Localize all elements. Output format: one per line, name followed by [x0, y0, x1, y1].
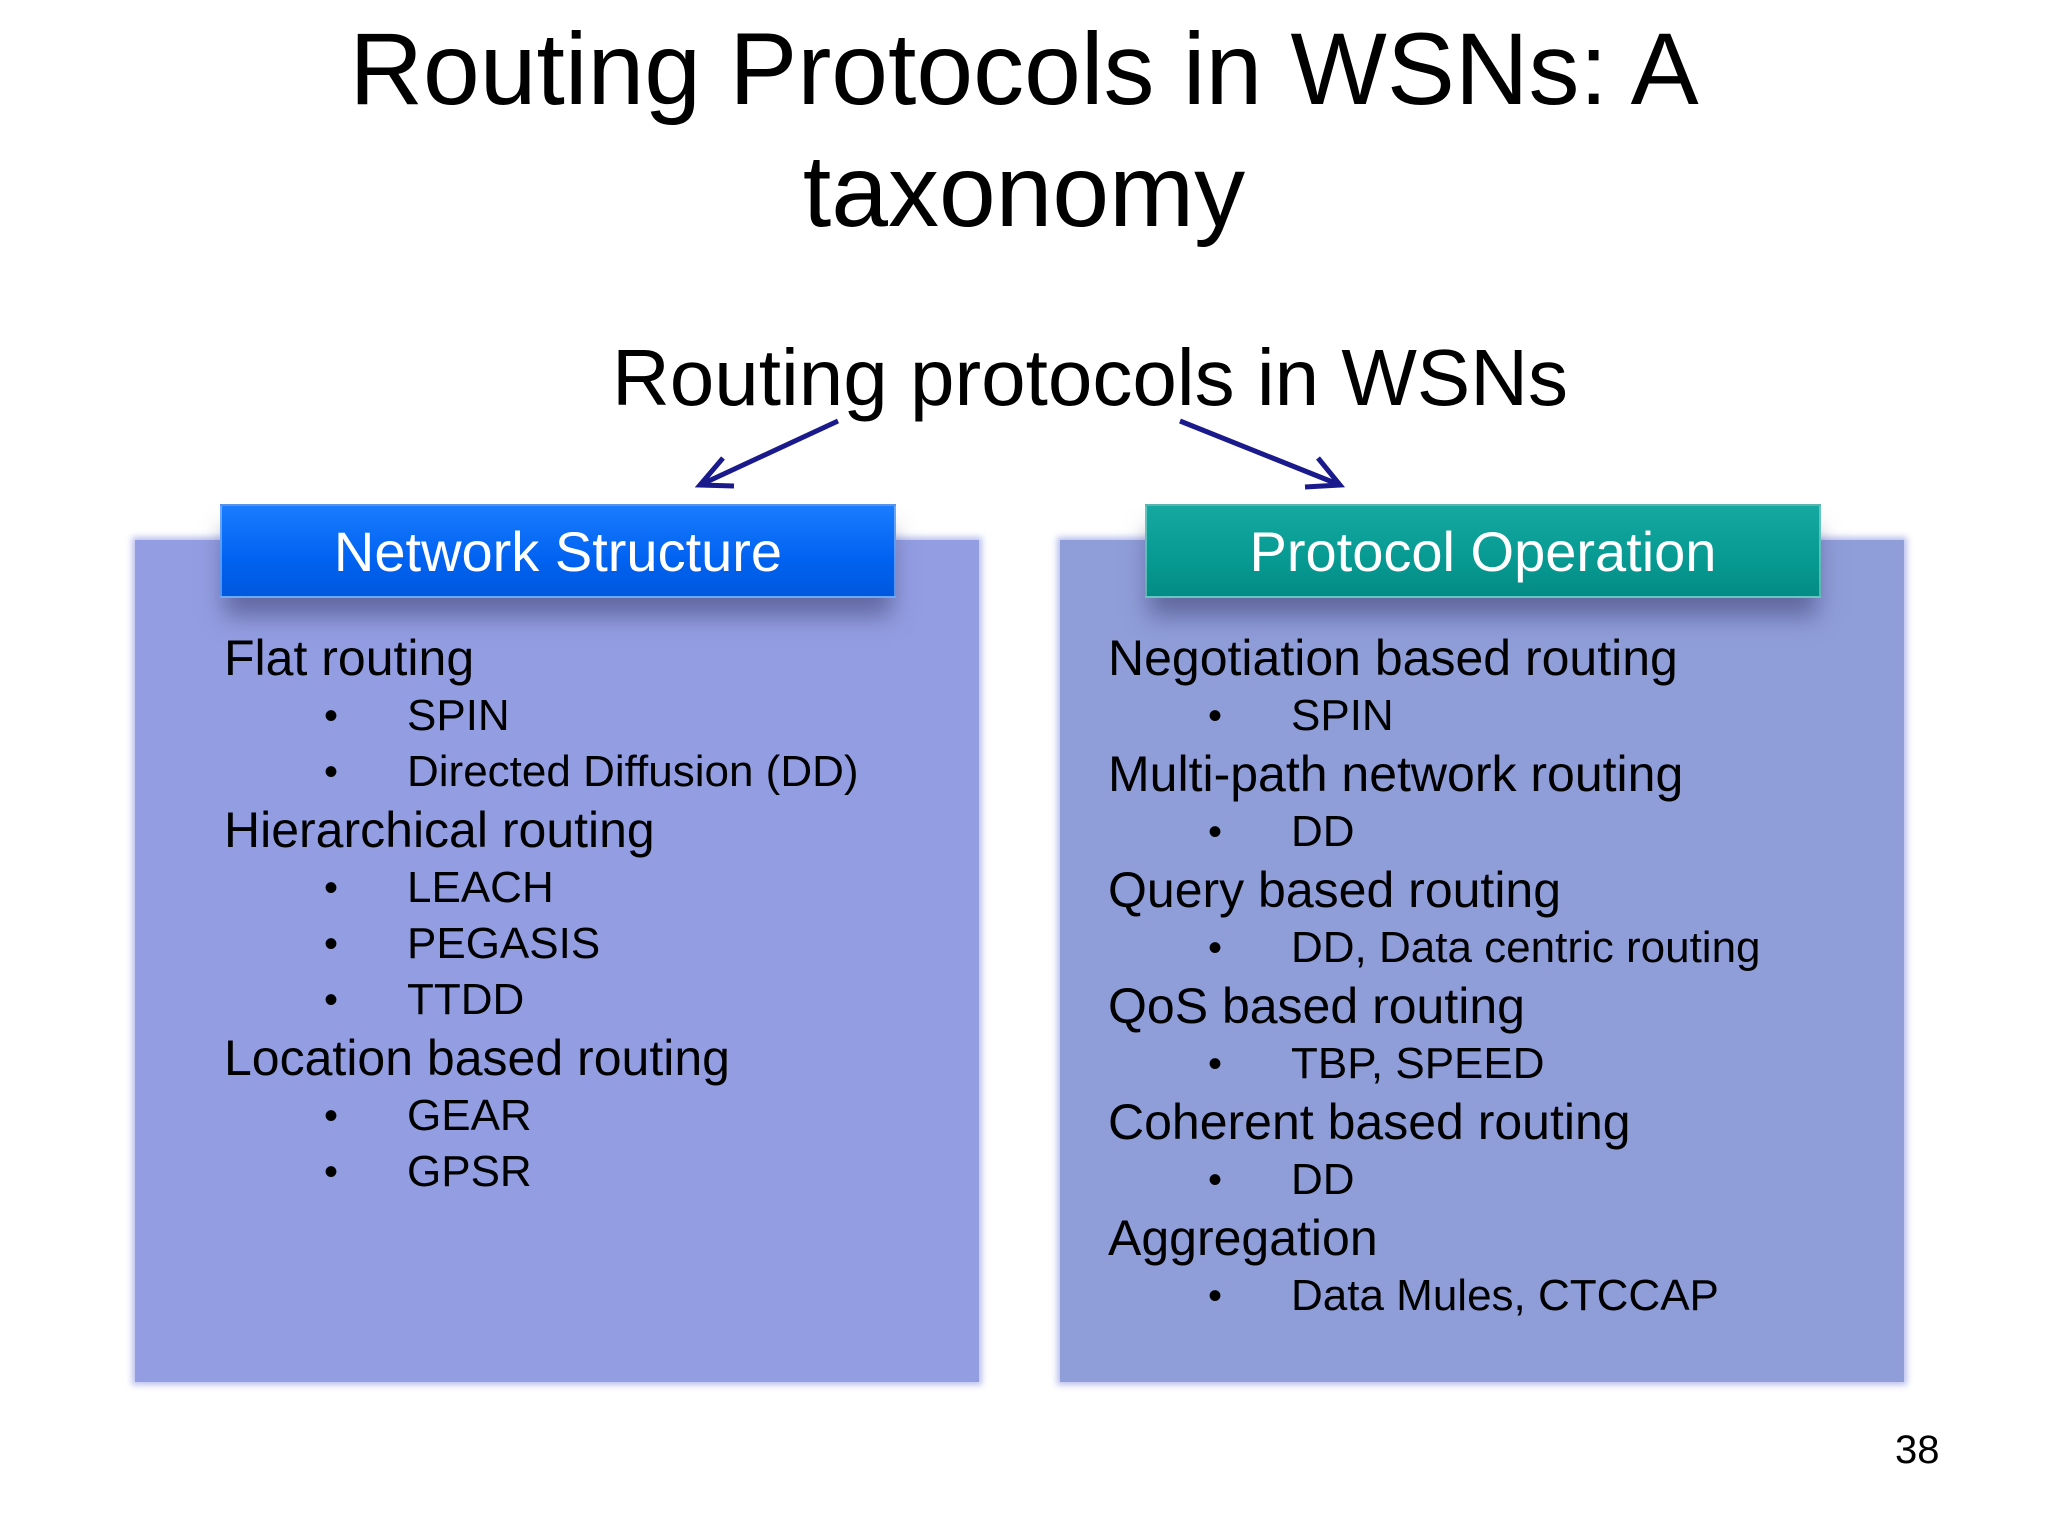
arrowhead-left	[694, 456, 735, 489]
network-structure-header: Network Structure	[220, 504, 896, 598]
bullet-icon: •	[1208, 926, 1223, 970]
bullet-icon: •	[324, 866, 339, 910]
category-coherent-based-routing: Coherent based routing	[1108, 1094, 1631, 1150]
arrow-to-protocol-operation	[1179, 418, 1341, 488]
bullet-icon: •	[324, 694, 339, 738]
category-flat-routing: Flat routing	[224, 630, 475, 686]
bullet-icon: •	[1208, 1158, 1223, 1202]
protocol-item: •SPIN	[1108, 688, 1761, 744]
bullet-icon: •	[324, 978, 339, 1022]
bullet-icon: •	[1208, 1042, 1223, 1086]
protocol-operation-panel	[1060, 540, 1904, 1382]
protocol-item: •Directed Diffusion (DD)	[224, 744, 859, 800]
protocol-item: •GPSR	[224, 1144, 859, 1200]
protocol-operation-list: Negotiation based routing •SPIN Multi-pa…	[1108, 628, 1761, 1324]
category-location-based-routing: Location based routing	[224, 1030, 730, 1086]
root-node-label: Routing protocols in WSNs	[612, 333, 1568, 422]
bullet-icon: •	[1208, 694, 1223, 738]
protocol-operation-header: Protocol Operation	[1145, 504, 1821, 598]
category-multi-path-routing: Multi-path network routing	[1108, 746, 1684, 802]
category-hierarchical-routing: Hierarchical routing	[224, 802, 655, 858]
category-query-based-routing: Query based routing	[1108, 862, 1562, 918]
arrow-to-network-structure	[698, 418, 840, 488]
page-number: 38	[1895, 1428, 1940, 1472]
bullet-icon: •	[1208, 1274, 1223, 1318]
protocol-item: •DD, Data centric routing	[1108, 920, 1761, 976]
title-line-2: taxonomy	[802, 134, 1246, 248]
protocol-item: •PEGASIS	[224, 916, 859, 972]
protocol-item: •LEACH	[224, 860, 859, 916]
protocol-item: •SPIN	[224, 688, 859, 744]
title-line-1: Routing Protocols in WSNs: A	[349, 12, 1699, 126]
category-aggregation: Aggregation	[1108, 1210, 1378, 1266]
protocol-item: •TTDD	[224, 972, 859, 1028]
bullet-icon: •	[324, 1094, 339, 1138]
bullet-icon: •	[324, 922, 339, 966]
slide-title: Routing Protocols in WSNs: A taxonomy	[0, 8, 2048, 252]
protocol-item: •GEAR	[224, 1088, 859, 1144]
bullet-icon: •	[1208, 810, 1223, 854]
bullet-icon: •	[324, 1150, 339, 1194]
bullet-icon: •	[324, 750, 339, 794]
network-structure-panel	[135, 540, 979, 1382]
network-structure-list: Flat routing •SPIN •Directed Diffusion (…	[224, 628, 859, 1200]
arrowhead-right	[1304, 456, 1346, 490]
category-negotiation-based-routing: Negotiation based routing	[1108, 630, 1678, 686]
protocol-item: •Data Mules, CTCCAP	[1108, 1268, 1761, 1324]
category-qos-based-routing: QoS based routing	[1108, 978, 1525, 1034]
protocol-item: •TBP, SPEED	[1108, 1036, 1761, 1092]
protocol-item: •DD	[1108, 804, 1761, 860]
protocol-item: •DD	[1108, 1152, 1761, 1208]
